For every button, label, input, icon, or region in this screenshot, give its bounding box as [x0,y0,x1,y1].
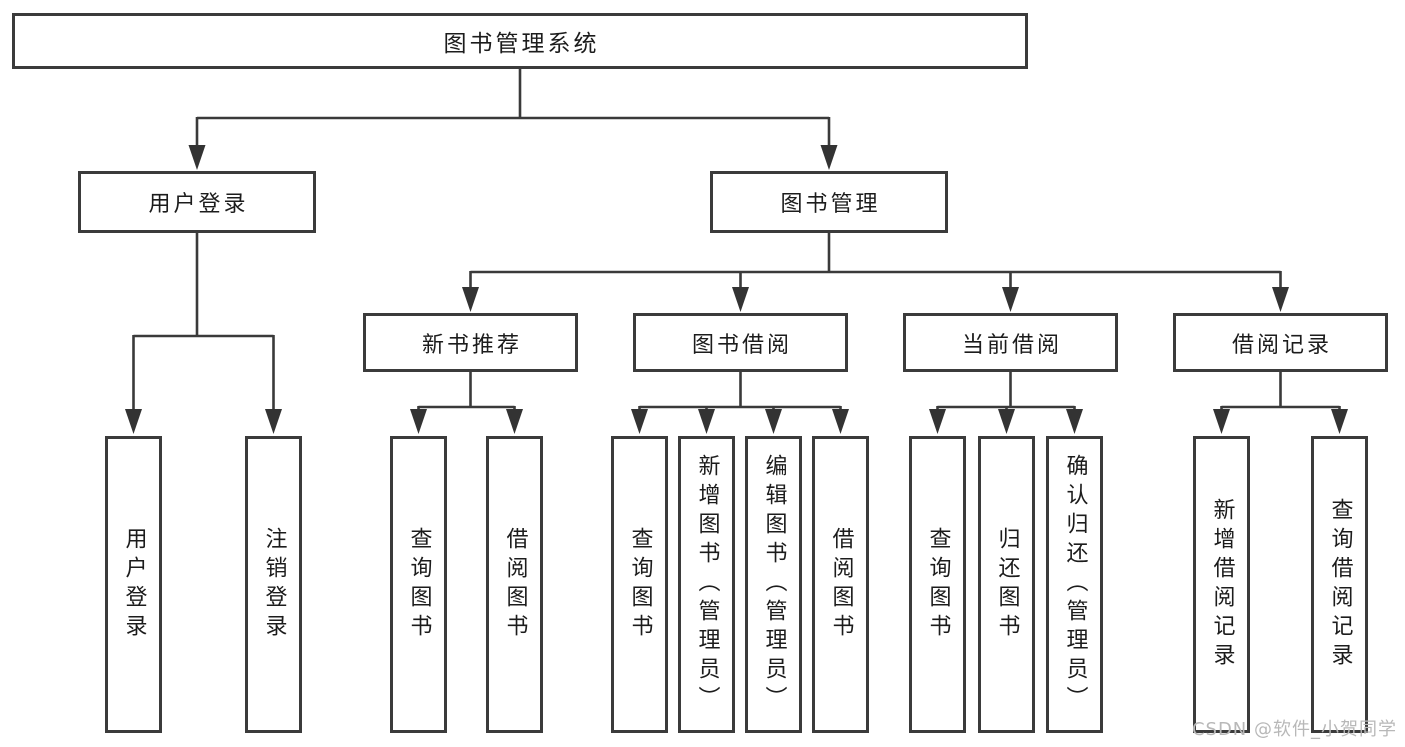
node-leaf-query-books-2-label: 查询图书 [627,526,653,643]
node-leaf-query-books-1-label: 查询图书 [406,526,432,643]
node-leaf-edit-book-admin-label: 编辑图书（管理员） [761,454,787,715]
node-leaf-logout-label: 注销登录 [261,526,287,643]
node-leaf-add-book-admin-label: 新增图书（管理员） [694,454,720,715]
node-leaf-confirm-return-admin-label: 确认归还（管理员） [1062,454,1088,715]
node-leaf-confirm-return-admin: 确认归还（管理员） [1046,436,1103,733]
node-leaf-query-books-1: 查询图书 [390,436,447,733]
node-leaf-add-borrow-record-label: 新增借阅记录 [1209,497,1235,672]
node-leaf-query-borrow-record: 查询借阅记录 [1311,436,1368,733]
node-user-login: 用户登录 [78,171,316,233]
node-book-management: 图书管理 [710,171,948,233]
node-root: 图书管理系统 [12,13,1028,69]
node-leaf-user-login-label: 用户登录 [121,526,147,643]
node-leaf-add-borrow-record: 新增借阅记录 [1193,436,1250,733]
node-leaf-return-book-label: 归还图书 [994,526,1020,643]
node-current-borrow-label: 当前借阅 [961,332,1062,358]
csdn-watermark: CSDN @软件_小贺同学 [1191,719,1397,740]
node-leaf-query-books-3: 查询图书 [909,436,966,733]
node-leaf-query-books-2: 查询图书 [611,436,668,733]
node-leaf-edit-book-admin: 编辑图书（管理员） [745,436,802,733]
node-new-book-recommend-label: 新书推荐 [421,332,522,358]
node-current-borrow: 当前借阅 [903,313,1118,372]
node-leaf-borrow-books-2-label: 借阅图书 [828,526,854,643]
node-leaf-borrow-books-1-label: 借阅图书 [502,526,528,643]
node-user-login-label: 用户登录 [148,192,249,217]
node-leaf-add-book-admin: 新增图书（管理员） [678,436,735,733]
node-leaf-user-login: 用户登录 [105,436,162,733]
node-leaf-return-book: 归还图书 [978,436,1035,733]
node-leaf-query-books-3-label: 查询图书 [925,526,951,643]
node-new-book-recommend: 新书推荐 [363,313,578,372]
node-book-borrow: 图书借阅 [633,313,848,372]
node-book-borrow-label: 图书借阅 [691,332,792,358]
node-root-label: 图书管理系统 [443,31,600,57]
node-leaf-query-borrow-record-label: 查询借阅记录 [1327,497,1353,672]
node-leaf-borrow-books-2: 借阅图书 [812,436,869,733]
node-book-management-label: 图书管理 [780,192,881,217]
node-borrow-records-label: 借阅记录 [1231,332,1332,358]
node-leaf-borrow-books-1: 借阅图书 [486,436,543,733]
node-borrow-records: 借阅记录 [1173,313,1388,372]
node-leaf-logout: 注销登录 [245,436,302,733]
